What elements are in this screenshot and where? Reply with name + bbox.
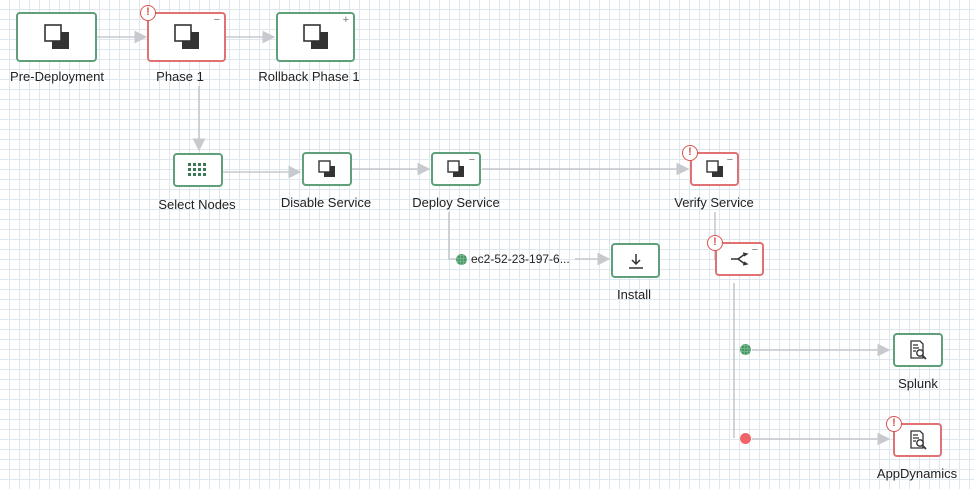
fork-icon xyxy=(730,252,749,266)
success-branch-dot xyxy=(740,344,751,355)
install-label: Install xyxy=(617,287,651,302)
phase-icon xyxy=(705,160,723,177)
warning-icon[interactable]: ! xyxy=(886,416,902,432)
deploy-service-label: Deploy Service xyxy=(412,195,500,210)
log-search-icon xyxy=(909,430,927,450)
download-icon xyxy=(628,253,643,269)
select-nodes-label: Select Nodes xyxy=(158,197,236,212)
install-node[interactable] xyxy=(611,243,660,278)
disable-service-label: Disable Service xyxy=(280,195,372,210)
grid-icon xyxy=(188,163,206,176)
warning-icon[interactable]: ! xyxy=(140,5,156,21)
host-label[interactable]: ec2-52-23-197-6... xyxy=(471,252,570,266)
host-status-dot xyxy=(456,254,467,265)
rollback-phase-1-node[interactable]: + xyxy=(276,12,355,62)
pre-deployment-node[interactable] xyxy=(16,12,97,62)
collapse-control[interactable]: − xyxy=(751,244,758,256)
edge-deploy-host xyxy=(448,212,456,260)
disable-service-node[interactable] xyxy=(302,152,352,186)
warning-icon[interactable]: ! xyxy=(682,145,698,161)
phase-icon xyxy=(43,24,69,49)
appdynamics-label: AppDynamics xyxy=(876,466,958,481)
log-search-icon xyxy=(910,340,927,360)
phase-1-node[interactable]: − xyxy=(147,12,226,62)
appdynamics-node[interactable] xyxy=(893,423,942,457)
collapse-control[interactable]: − xyxy=(213,14,220,26)
fork-node[interactable]: − xyxy=(715,242,764,276)
phase-icon xyxy=(318,160,335,177)
splunk-node[interactable] xyxy=(893,333,943,367)
collapse-control[interactable]: − xyxy=(468,154,475,166)
phase-icon xyxy=(447,160,464,177)
verify-service-node[interactable]: − xyxy=(690,152,739,186)
deploy-service-node[interactable]: − xyxy=(431,152,481,186)
phase-1-label: Phase 1 xyxy=(156,69,204,84)
phase-icon xyxy=(302,24,328,49)
expand-control[interactable]: + xyxy=(342,14,349,26)
pre-deployment-label: Pre-Deployment xyxy=(10,69,104,84)
collapse-control[interactable]: − xyxy=(726,154,733,166)
warning-icon[interactable]: ! xyxy=(707,235,723,251)
splunk-label: Splunk xyxy=(898,376,938,391)
failure-branch-dot xyxy=(740,433,751,444)
phase-icon xyxy=(173,24,199,49)
verify-service-label: Verify Service xyxy=(674,195,754,210)
rollback-phase-1-label: Rollback Phase 1 xyxy=(258,69,360,84)
select-nodes-node[interactable] xyxy=(173,153,223,187)
